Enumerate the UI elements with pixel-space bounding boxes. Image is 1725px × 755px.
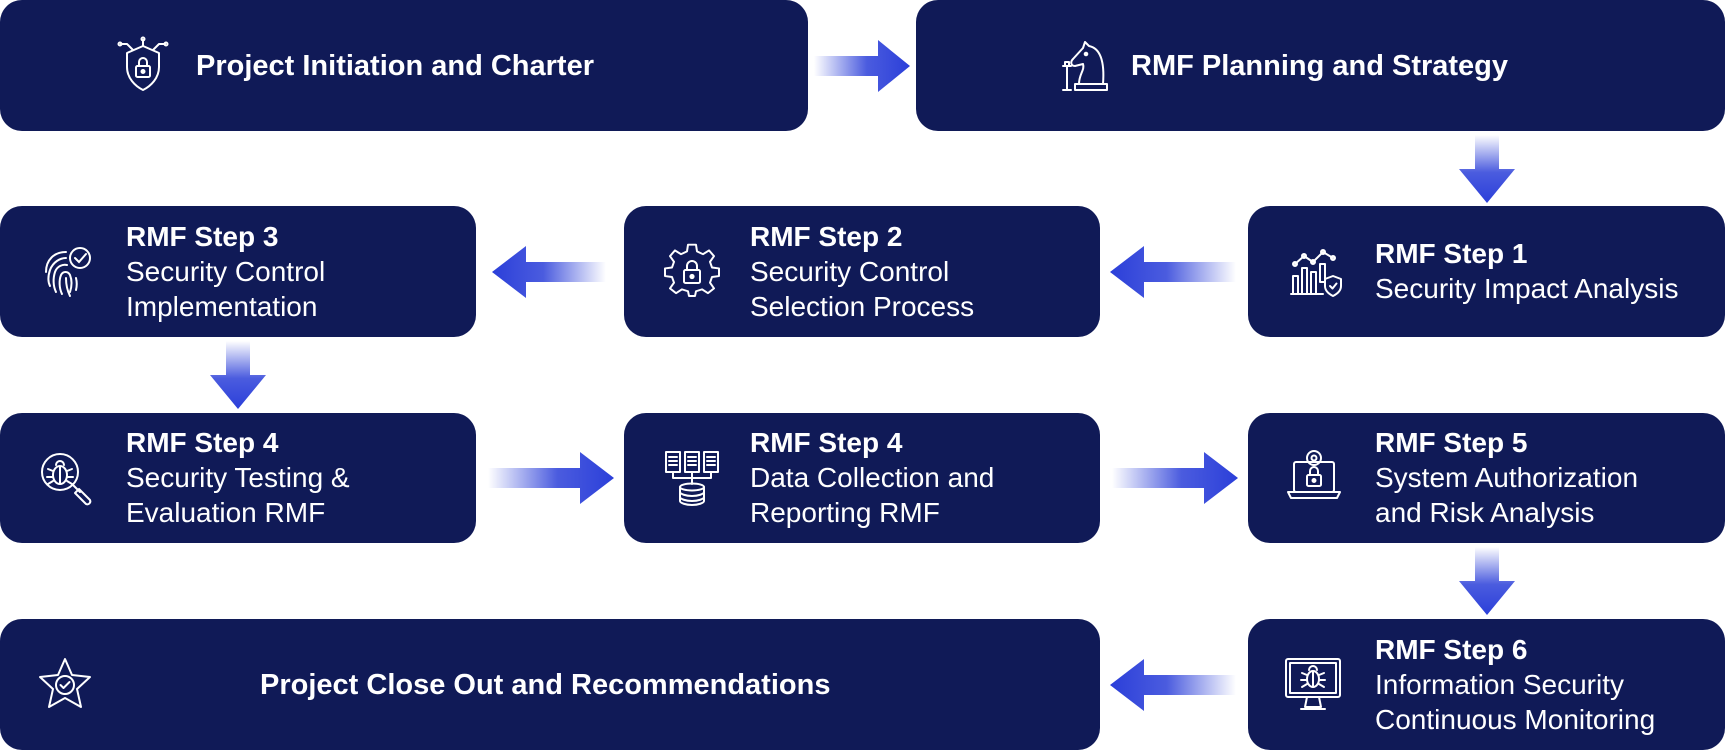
step-title: RMF Step 3	[126, 220, 279, 252]
arrow-right	[1112, 452, 1238, 504]
arrow-down	[1459, 135, 1515, 203]
box-label: Project Initiation and Charter	[196, 49, 594, 82]
chess-knight-icon	[1059, 36, 1119, 96]
step-description-line-1: Data Collection and	[750, 462, 995, 493]
shield-lock-icon	[113, 36, 173, 96]
box-project-close-out: Project Close Out and Recommendations	[0, 619, 1100, 750]
step-title: RMF Step 4	[126, 427, 279, 458]
step-description-line-2: Reporting RMF	[750, 497, 940, 528]
step-title: RMF Step 5	[1375, 427, 1528, 458]
fingerprint-check-icon	[36, 242, 96, 302]
monitor-bug-icon	[1283, 655, 1343, 715]
step-title: RMF Step 4	[750, 427, 903, 458]
step-description-line-2: Evaluation RMF	[126, 497, 326, 528]
box-rmf-planning: RMF Planning and Strategy	[916, 0, 1725, 131]
step-description-line-1: Security Control	[750, 255, 950, 287]
step-title: RMF Step 2	[750, 220, 903, 252]
box-label: Project Close Out and Recommendations	[260, 668, 831, 701]
star-check-icon	[35, 655, 95, 715]
laptop-lock-icon	[1284, 448, 1344, 508]
chart-shield-icon	[1287, 242, 1347, 302]
step-description-line-1: Security Testing &	[126, 462, 350, 493]
step-description-line-2: Continuous Monitoring	[1375, 703, 1656, 735]
step-title: RMF Step 1	[1375, 238, 1528, 269]
box-label: RMF Planning and Strategy	[1131, 49, 1509, 82]
servers-database-icon	[662, 448, 722, 508]
arrow-right	[488, 452, 614, 504]
box-rmf-step-4-data: RMF Step 4 Data Collection and Reporting…	[624, 413, 1100, 543]
step-title: RMF Step 6	[1375, 633, 1528, 665]
arrow-down	[1459, 547, 1515, 615]
step-description-line-2: Selection Process	[750, 290, 975, 322]
step-description-line-1: Security Control	[126, 255, 326, 287]
arrow-right	[814, 40, 910, 92]
step-description-line-2: and Risk Analysis	[1375, 497, 1595, 528]
box-rmf-step-6: RMF Step 6 Information Security Continuo…	[1248, 619, 1725, 750]
box-rmf-step-1: RMF Step 1 Security Impact Analysis	[1248, 206, 1725, 337]
box-rmf-step-4-testing: RMF Step 4 Security Testing & Evaluation…	[0, 413, 476, 543]
step-description-line-1: Security Impact Analysis	[1375, 273, 1679, 304]
arrow-left	[492, 246, 606, 298]
arrow-down	[210, 341, 266, 409]
box-rmf-step-2: RMF Step 2 Security Control Selection Pr…	[624, 206, 1100, 337]
arrow-left	[1110, 246, 1236, 298]
bug-magnifier-icon	[36, 448, 96, 508]
box-rmf-step-5: RMF Step 5 System Authorization and Risk…	[1248, 413, 1725, 543]
step-description-line-1: Information Security	[1375, 668, 1624, 700]
step-description-line-2: Implementation	[126, 290, 318, 322]
arrow-left	[1110, 659, 1236, 711]
box-rmf-step-3: RMF Step 3 Security Control Implementati…	[0, 206, 476, 337]
step-description-line-1: System Authorization	[1375, 462, 1639, 493]
gear-lock-icon	[662, 242, 722, 302]
box-project-initiation: Project Initiation and Charter	[0, 0, 808, 131]
